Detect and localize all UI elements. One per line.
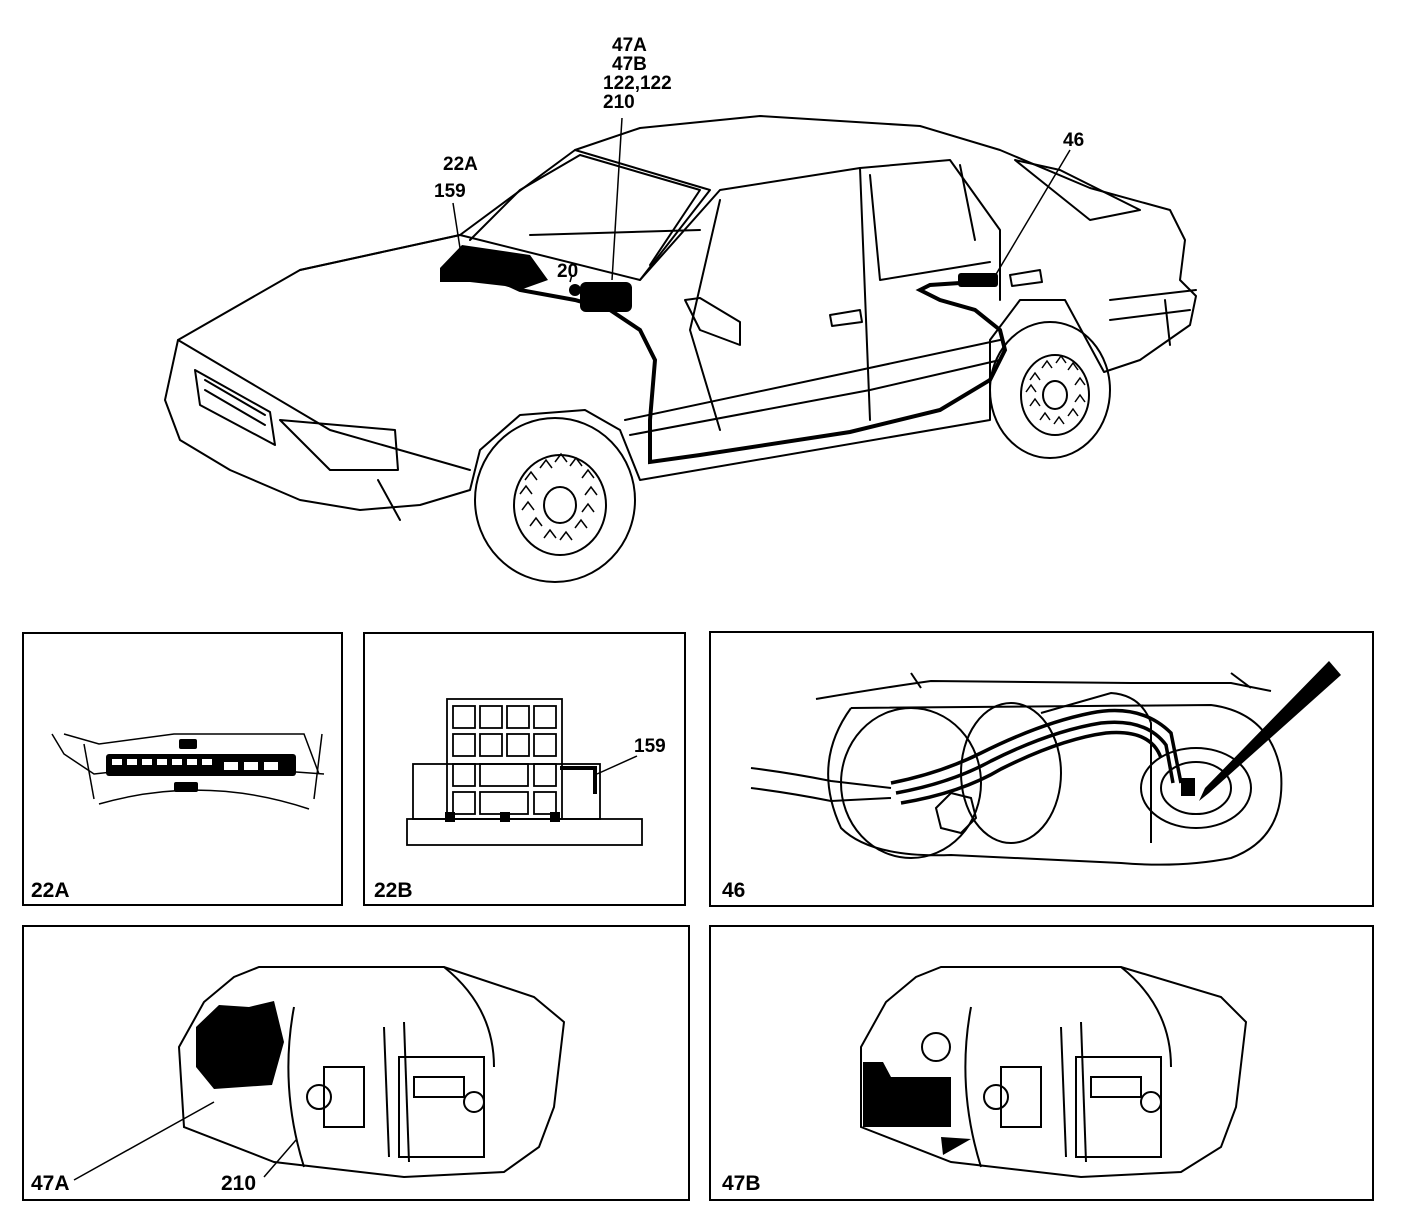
leader-stack <box>611 117 623 281</box>
leader-20 <box>569 274 573 283</box>
leader-46 <box>994 149 1071 277</box>
panel-47b <box>709 925 1374 1201</box>
panel-22a-drawing <box>51 733 325 810</box>
component-47 <box>580 282 632 312</box>
panel-47b-drawing <box>860 966 1248 1179</box>
panel-22a-caption: 22A <box>31 879 70 902</box>
panel-46-harness <box>890 708 1183 785</box>
component-46 <box>958 273 998 287</box>
panel-46-caption: 46 <box>722 879 746 902</box>
panel-22a <box>22 632 343 906</box>
callout-22a: 22A <box>443 154 478 175</box>
panel-22b <box>363 632 686 906</box>
callout-210: 210 <box>603 92 635 113</box>
panel-47a-drawing <box>73 966 566 1181</box>
panel-47a-caption: 47A <box>31 1172 70 1195</box>
panel-22b-callout-159: 159 <box>634 736 666 757</box>
panel-46-arrow <box>1199 661 1341 801</box>
panel-46 <box>709 631 1374 907</box>
component-22a <box>440 245 548 290</box>
panel-47a-leader-47a <box>73 1101 215 1181</box>
car-body-outline <box>164 115 1197 511</box>
callout-20: 20 <box>557 261 579 282</box>
panel-47b-caption: 47B <box>722 1172 761 1195</box>
component-20 <box>569 284 581 296</box>
callout-47b: 47B <box>612 54 647 75</box>
callout-46: 46 <box>1063 130 1085 151</box>
panel-46-drawing <box>750 661 1341 866</box>
panel-22b-drawing <box>406 698 643 846</box>
panel-47a <box>22 925 690 1201</box>
callout-159: 159 <box>434 181 466 202</box>
panel-22b-caption: 22B <box>374 879 413 902</box>
panel-47a-leader-210 <box>263 1139 297 1178</box>
leader-159 <box>452 202 461 249</box>
callout-122: 122,122 <box>603 73 672 94</box>
panel-47a-component <box>196 1001 284 1089</box>
panel-22b-leader <box>596 755 638 775</box>
car-illustration <box>164 115 1197 583</box>
panel-47a-callout-210: 210 <box>221 1172 257 1195</box>
callout-47a: 47A <box>612 35 647 56</box>
panel-47b-component <box>863 1062 951 1127</box>
